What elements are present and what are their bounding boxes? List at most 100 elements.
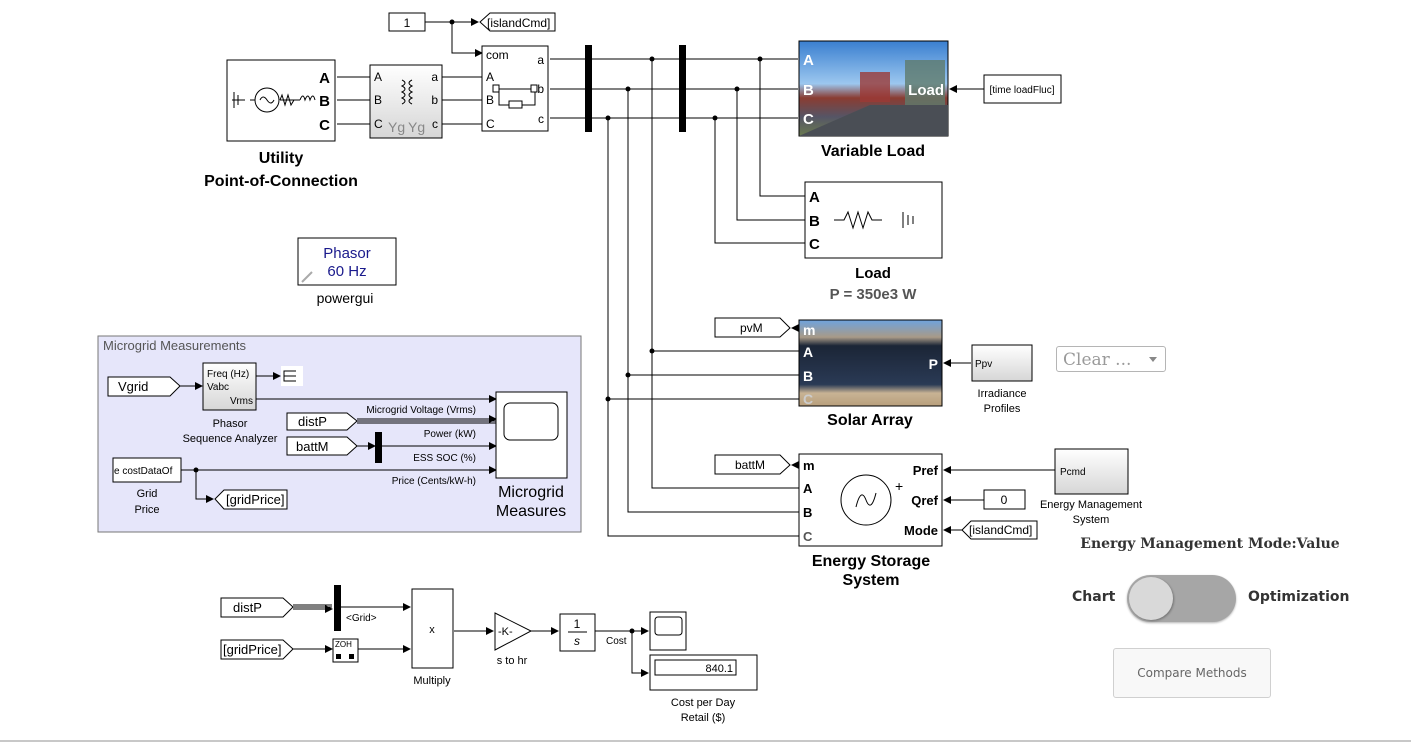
- port-label: C: [803, 111, 814, 128]
- scope-icon: [503, 402, 559, 441]
- bus-bar: [679, 45, 686, 132]
- bus-selector: [375, 432, 382, 463]
- variable-load-label: Variable Load: [821, 143, 925, 160]
- vgrid-from[interactable]: Vgrid: [107, 376, 181, 397]
- energy-storage-block[interactable]: m A B C Pref Qref Mode + Energy Storage …: [798, 453, 943, 589]
- breaker-port: a: [537, 53, 544, 67]
- mode-from-block[interactable]: [islandCmd]: [961, 520, 1038, 540]
- toggle-right-label: Optimization: [1248, 589, 1350, 605]
- irradiance-profiles-block[interactable]: Ppv Irradiance Profiles: [971, 344, 1033, 415]
- microgrid-measures-scope[interactable]: Microgrid Measures: [495, 391, 568, 520]
- breaker-port: b: [537, 82, 544, 96]
- signal-label: Power (kW): [424, 429, 476, 440]
- breaker-com: com: [486, 48, 509, 62]
- integrator-block[interactable]: 1 s: [559, 613, 596, 652]
- port-label: B: [809, 213, 820, 230]
- block-inner: Ppv: [975, 359, 992, 370]
- block-inner: -K-: [498, 626, 513, 638]
- scope-label: Measures: [496, 503, 566, 520]
- from-tag: distP: [233, 600, 262, 615]
- signal-label: ESS SOC (%): [413, 453, 476, 464]
- loadfluc-from-block[interactable]: [time loadFluc]: [983, 74, 1062, 104]
- variable-load-block[interactable]: A B C Load Variable Load: [798, 40, 949, 160]
- utility-block[interactable]: A B C Utility Point-of-Connection: [204, 59, 358, 190]
- port-label: A: [803, 481, 813, 496]
- islandcmd-goto[interactable]: [islandCmd]: [479, 12, 556, 32]
- breaker-port: A: [486, 70, 494, 84]
- goto-tag: battM: [735, 458, 765, 472]
- goto-tag: [islandCmd]: [487, 16, 550, 30]
- utility-label-2: Point-of-Connection: [204, 173, 358, 190]
- signal-label: Price (Cents/kW-h): [392, 476, 476, 487]
- utility-label: Utility: [259, 150, 304, 167]
- block-label: Sequence Analyzer: [183, 433, 278, 445]
- breaker-port: B: [486, 93, 494, 107]
- toggle-left-label: Chart: [1072, 589, 1116, 605]
- pvm-goto[interactable]: pvM: [714, 317, 791, 338]
- block-inner: x: [429, 624, 435, 636]
- block-label: Profiles: [984, 403, 1021, 415]
- port-label: Pref: [913, 463, 939, 478]
- port-label: C: [803, 391, 813, 407]
- measurements-title: Microgrid Measurements: [103, 338, 247, 353]
- signal-label: <Grid>: [346, 613, 377, 624]
- terminator: [281, 366, 303, 386]
- utility-port-b: B: [319, 93, 330, 110]
- solar-array-block[interactable]: m A B C P Solar Array: [798, 319, 943, 429]
- from-tag: battM: [296, 439, 329, 454]
- qref-constant[interactable]: 0: [983, 489, 1026, 510]
- breaker-port: c: [538, 112, 544, 126]
- link-icon: [301, 271, 313, 283]
- battm-goto[interactable]: battM: [714, 454, 791, 475]
- cost-distp-from[interactable]: distP: [220, 597, 294, 618]
- transformer-block[interactable]: A B C a b c Yg Yg: [369, 64, 443, 139]
- port-label: m: [803, 322, 815, 338]
- distp-from[interactable]: distP: [286, 412, 358, 431]
- gain-block[interactable]: -K- s to hr: [494, 612, 533, 667]
- block-label: Irradiance: [978, 388, 1027, 400]
- from-tag: Vgrid: [118, 379, 148, 394]
- block-label: s to hr: [497, 655, 528, 667]
- load-sublabel: P = 350e3 W: [830, 286, 918, 303]
- divider: [0, 740, 1411, 742]
- port-label: B: [803, 505, 812, 520]
- from-tag: [islandCmd]: [969, 523, 1032, 537]
- ems-mode-toggle[interactable]: [1127, 575, 1236, 622]
- ess-label: Energy Storage: [812, 553, 930, 570]
- port-label: Mode: [904, 523, 938, 538]
- transformer-port: a: [431, 70, 438, 84]
- powergui-block[interactable]: Phasor 60 Hz powergui: [297, 237, 397, 306]
- gridprice-goto[interactable]: [gridPrice]: [214, 489, 288, 510]
- constant-value: 1: [404, 16, 411, 30]
- ems-block[interactable]: Pcmd Energy Management System: [1040, 448, 1142, 526]
- battm-from[interactable]: battM: [286, 436, 358, 456]
- bus-bar: [585, 45, 592, 132]
- cost-scope[interactable]: [649, 611, 687, 651]
- island-constant[interactable]: 1: [388, 12, 426, 32]
- cost-gridprice-from[interactable]: [gridPrice]: [220, 639, 294, 660]
- grid-price-block[interactable]: e costDataOf Grid Price: [112, 457, 182, 516]
- zoh-block[interactable]: ZOH: [332, 638, 359, 663]
- port-label: Vabc: [207, 382, 229, 393]
- breaker-port: C: [486, 117, 495, 131]
- block-label: Grid: [137, 488, 158, 500]
- display-value: 840.1: [705, 663, 733, 675]
- ess-label-2: System: [843, 572, 900, 589]
- load-block[interactable]: A B C Load P = 350e3 W: [804, 181, 943, 303]
- multiply-block[interactable]: x Multiply: [411, 588, 454, 687]
- block-label: Energy Management: [1040, 499, 1142, 511]
- block-label: Retail ($): [681, 712, 726, 724]
- scope-icon: [654, 616, 683, 636]
- port-label: P: [929, 356, 938, 372]
- cost-display[interactable]: 840.1 Cost per Day Retail ($): [649, 654, 758, 724]
- profile-dropdown[interactable]: Clear ...: [1056, 346, 1166, 372]
- winding-label: Yg: [388, 119, 405, 135]
- compare-methods-button[interactable]: Compare Methods: [1113, 648, 1271, 698]
- plus-sign: +: [895, 478, 903, 494]
- block-label: Phasor: [213, 418, 248, 430]
- toggle-knob[interactable]: [1129, 577, 1173, 620]
- phasor-analyzer-block[interactable]: Freq (Hz) Vabc Vrms Phasor Sequence Anal…: [183, 362, 278, 445]
- load-label: Load: [855, 265, 891, 282]
- breaker-block[interactable]: com A B C a b c: [481, 45, 549, 132]
